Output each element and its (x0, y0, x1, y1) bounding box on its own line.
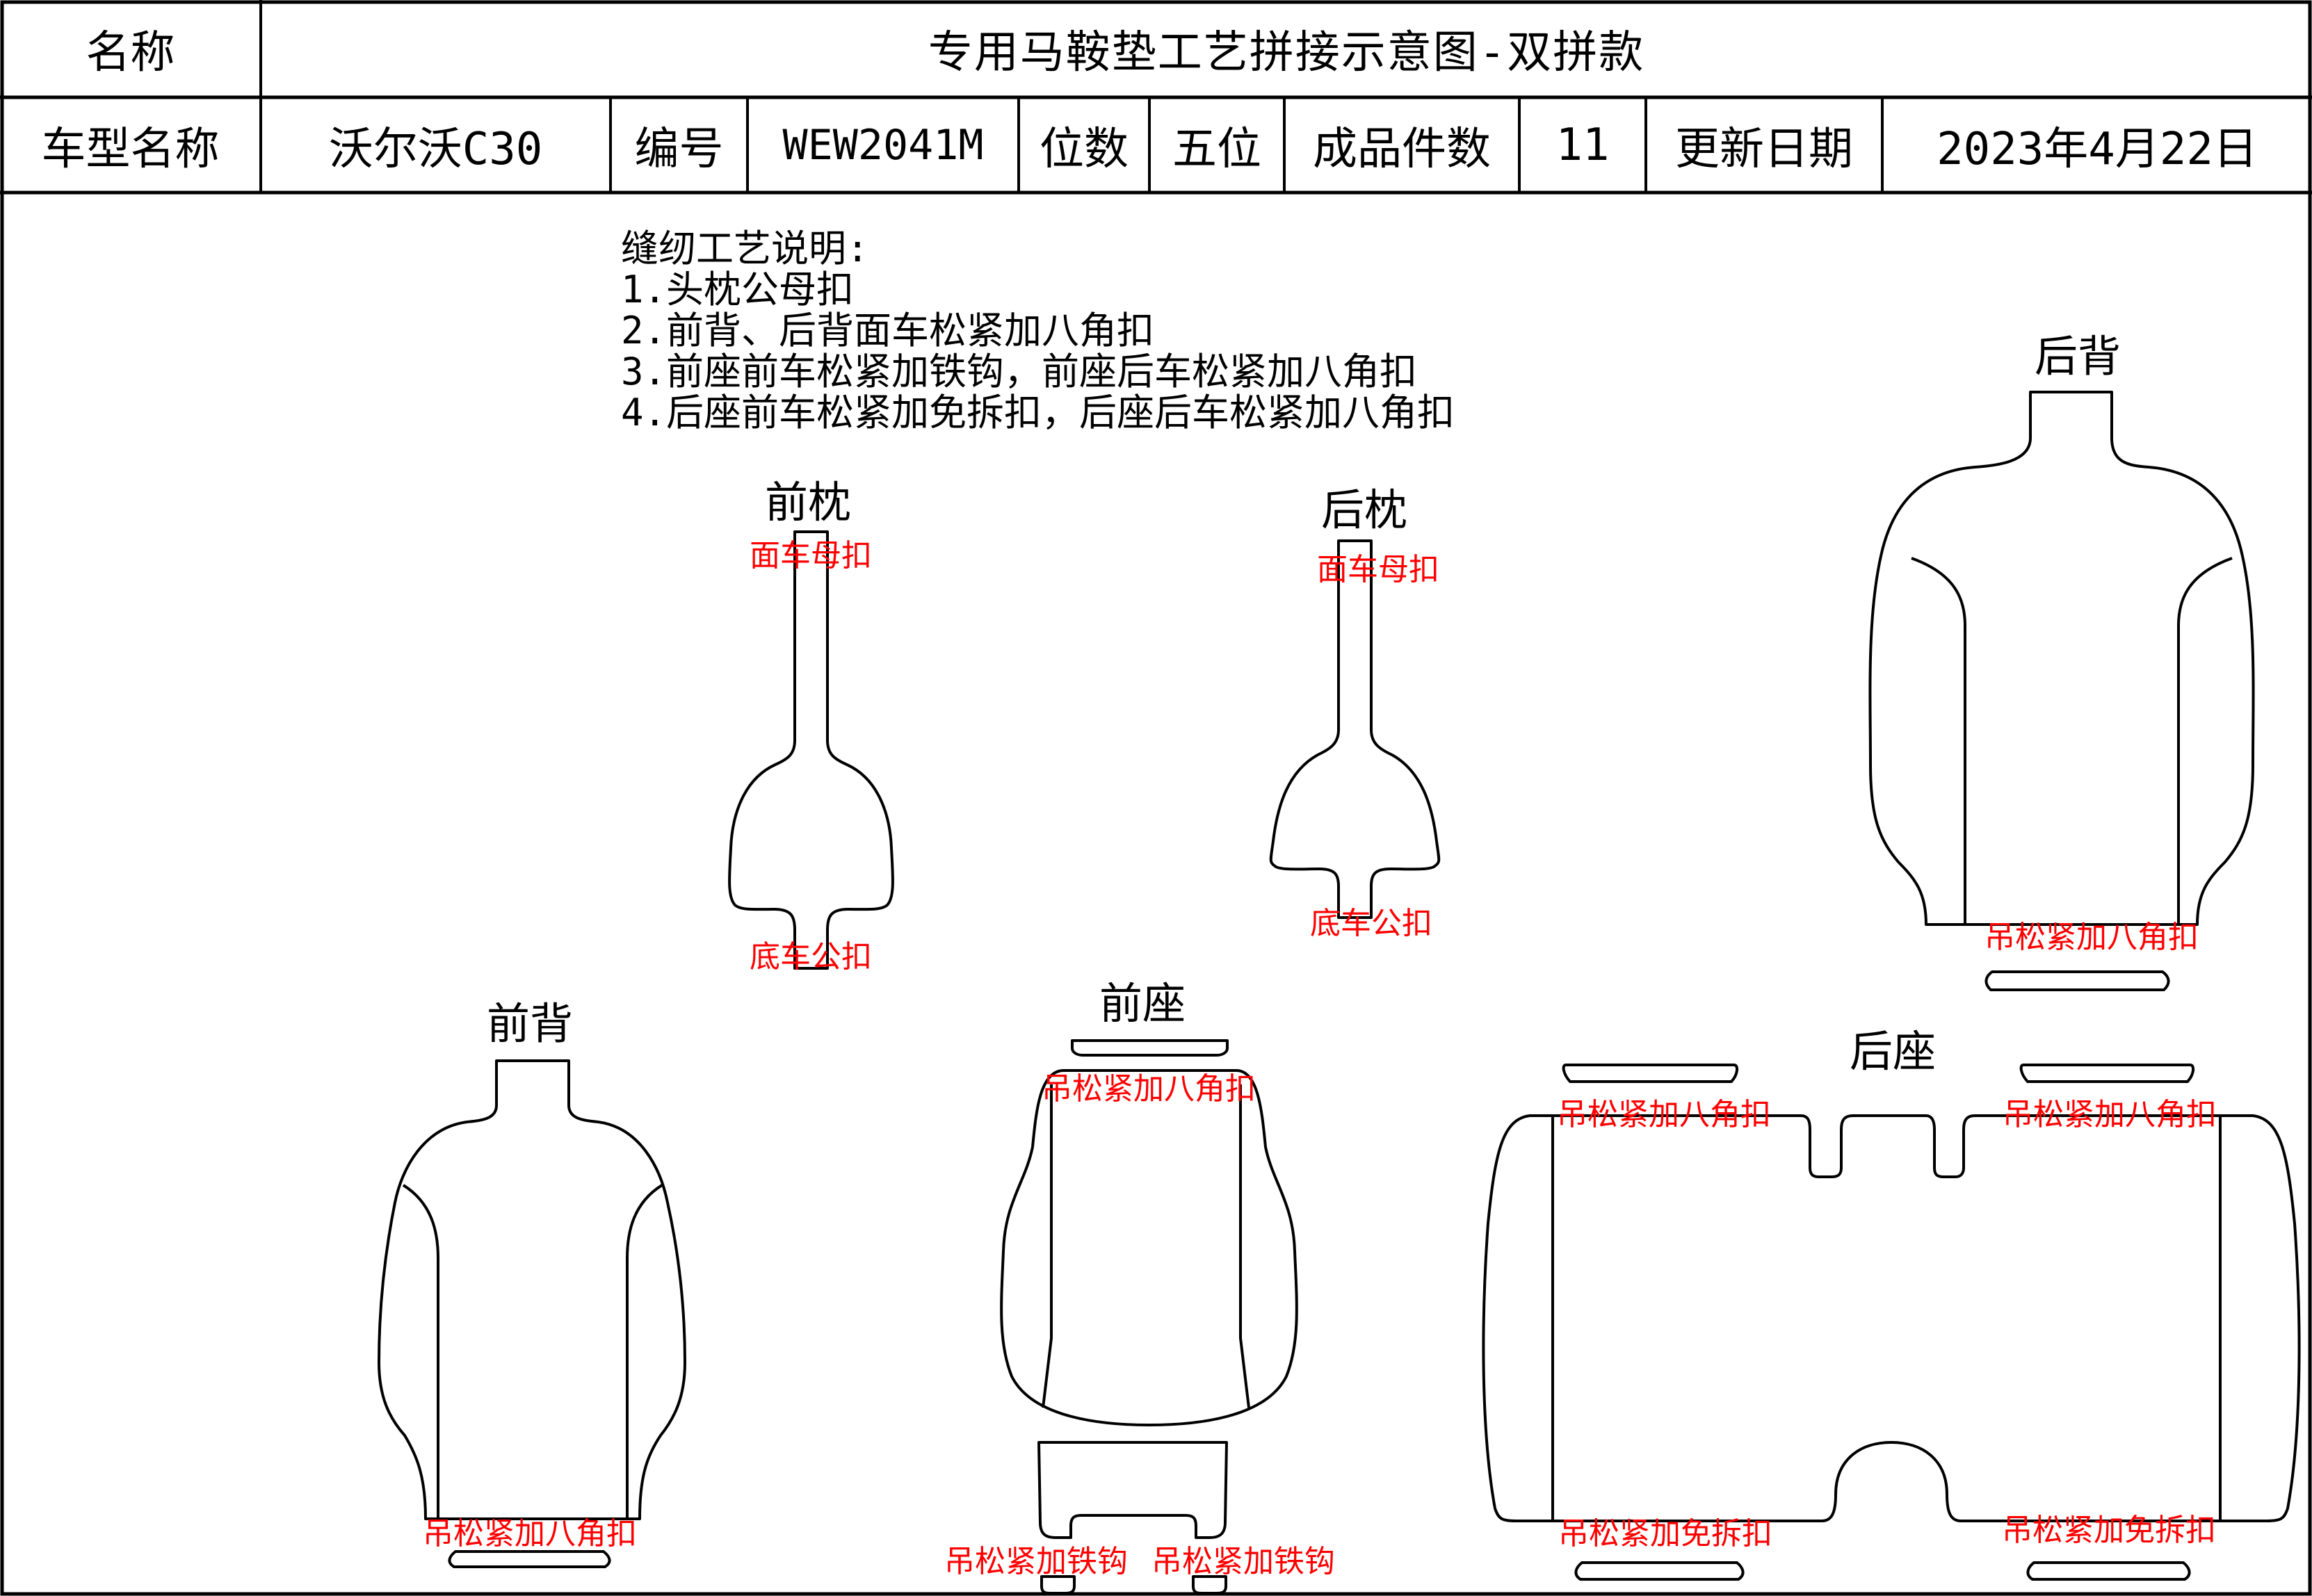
front-seat-title: 前座 (1099, 978, 1186, 1029)
pieces-value: 11 (1555, 119, 1610, 171)
model-value: 沃尔沃C30 (328, 123, 543, 175)
front-headrest-bottom-label: 底车公扣 (750, 939, 872, 975)
rear-headrest-top-label: 面车母扣 (1317, 552, 1439, 587)
rear-seat-strip-bottom-right (2026, 1561, 2191, 1581)
front-back-shape (378, 1059, 686, 1568)
front-seat-bottom-left-label: 吊松紧加铁钩 (944, 1544, 1128, 1579)
front-headrest-shape (728, 530, 894, 970)
front-seat-shape (1000, 1039, 1298, 1595)
document-title: 专用马鞍垫工艺拼接示意图-双拼款 (928, 27, 1645, 79)
rear-headrest-bottom-label: 底车公扣 (1310, 906, 1432, 941)
date-value: 2023年4月22日 (1937, 123, 2258, 175)
rear-seat-strip-bottom-left (1574, 1561, 1745, 1581)
model-label: 车型名称 (41, 123, 220, 175)
rear-seat-top-left-label: 吊松紧加八角扣 (1557, 1097, 1771, 1132)
note-item: 3.前座前车松紧加铁钩，前座后车松紧加八角扣 (621, 350, 1418, 393)
code-label: 编号 (634, 123, 724, 175)
front-headrest-title: 前枕 (764, 477, 852, 528)
front-seat-bottom-panel (1037, 1441, 1228, 1539)
notes-heading: 缝纫工艺说明: (621, 227, 869, 270)
code-value: WEW2041M (782, 120, 984, 170)
pieces-label: 成品件数 (1313, 123, 1491, 175)
sewing-instructions: 缝纫工艺说明: 1.头枕公母扣 2.前背、后背面车松紧加八角扣 3.前座前车松紧… (621, 228, 1455, 433)
rear-seat-title: 后座 (1849, 1026, 1937, 1077)
rear-back-bottom-label: 吊松紧加八角扣 (1984, 920, 2199, 955)
front-seat-hook-right (1192, 1575, 1227, 1595)
date-label: 更新日期 (1675, 123, 1853, 175)
rear-back-shape (1868, 391, 2255, 991)
front-headrest-top-label: 面车母扣 (750, 538, 872, 573)
seats-value: 五位 (1172, 123, 1261, 175)
note-item: 4.后座前车松紧加免拆扣，后座后车松紧加八角扣 (621, 391, 1455, 434)
rear-seat-bottom-left-label: 吊松紧加免拆扣 (1558, 1516, 1772, 1552)
rear-seat-top-right-label: 吊松紧加八角扣 (2003, 1097, 2217, 1132)
front-seat-top-label: 吊松紧加八角扣 (1042, 1071, 1256, 1107)
rear-back-strip (1984, 970, 2170, 991)
front-back-title: 前背 (486, 998, 574, 1049)
front-seat-hook-left (1040, 1575, 1076, 1595)
rear-seat-bottom-right-label: 吊松紧加免拆扣 (2002, 1513, 2216, 1548)
rear-headrest-shape (1269, 539, 1441, 919)
rear-headrest-title: 后枕 (1320, 484, 1408, 535)
rear-seat-strip-top-left (1562, 1064, 1739, 1083)
note-item: 2.前背、后背面车松紧加八角扣 (621, 309, 1155, 352)
front-back-strip (448, 1550, 611, 1568)
seats-label: 位数 (1040, 123, 1129, 175)
note-item: 1.头枕公母扣 (621, 268, 855, 311)
front-seat-bottom-right-label: 吊松紧加铁钩 (1151, 1544, 1335, 1579)
front-back-bottom-label: 吊松紧加八角扣 (423, 1516, 637, 1552)
rear-seat-shape (1482, 1064, 2301, 1581)
front-seat-top-strip (1071, 1039, 1229, 1057)
rear-seat-strip-top-right (2019, 1064, 2195, 1083)
name-label: 名称 (86, 27, 175, 79)
rear-back-title: 后背 (2034, 331, 2121, 382)
